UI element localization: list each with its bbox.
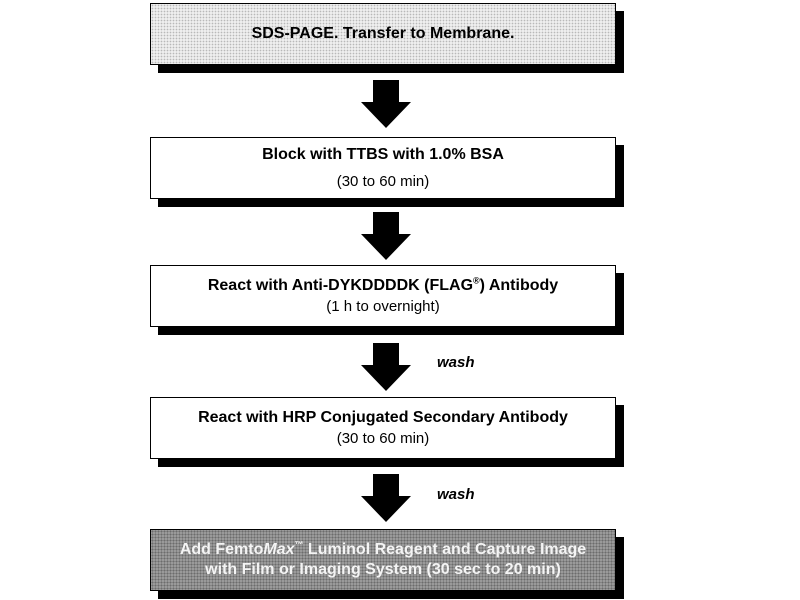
step-title-line2: with Film or Imaging System (30 sec to 2…	[205, 561, 561, 578]
trademark-mark: ™	[294, 539, 304, 550]
wash-label: wash	[437, 486, 475, 503]
step-duration: (30 to 60 min)	[336, 429, 430, 447]
down-arrow-icon	[361, 343, 411, 391]
step-duration: (30 to 60 min)	[336, 172, 430, 190]
step-title: Block with TTBS with 1.0% BSA	[262, 145, 504, 163]
step-title: React with Anti-DYKDDDDK (FLAG®) Antibod…	[208, 276, 558, 296]
registered-mark: ®	[473, 275, 480, 286]
step-duration: (1 h to overnight)	[326, 297, 440, 315]
step-title-text: React with Anti-DYKDDDDK (FLAG	[207, 276, 474, 294]
down-arrow-icon	[361, 212, 411, 260]
wash-label: wash	[437, 354, 475, 371]
down-arrow-icon	[361, 80, 411, 128]
step-box-secondary-antibody: React with HRP Conjugated Secondary Anti…	[150, 397, 616, 459]
step-title-text: Luminol Reagent and Capture Image	[303, 541, 587, 558]
step-box-block: Block with TTBS with 1.0% BSA (30 to 60 …	[150, 137, 616, 199]
step-title-text: ) Antibody	[479, 276, 559, 294]
step-title-line1: Add FemtoMax™ Luminol Reagent and Captur…	[180, 540, 586, 560]
step-box-sds-page: SDS-PAGE. Transfer to Membrane.	[150, 3, 616, 65]
brand-name: Max	[263, 541, 295, 558]
step-box-primary-antibody: React with Anti-DYKDDDDK (FLAG®) Antibod…	[150, 265, 616, 327]
down-arrow-icon	[361, 474, 411, 522]
step-title: SDS-PAGE. Transfer to Membrane.	[251, 25, 515, 42]
step-title: React with HRP Conjugated Secondary Anti…	[198, 408, 568, 426]
step-title-text: Add Femto	[179, 541, 264, 558]
step-box-luminol: Add FemtoMax™ Luminol Reagent and Captur…	[150, 529, 616, 591]
